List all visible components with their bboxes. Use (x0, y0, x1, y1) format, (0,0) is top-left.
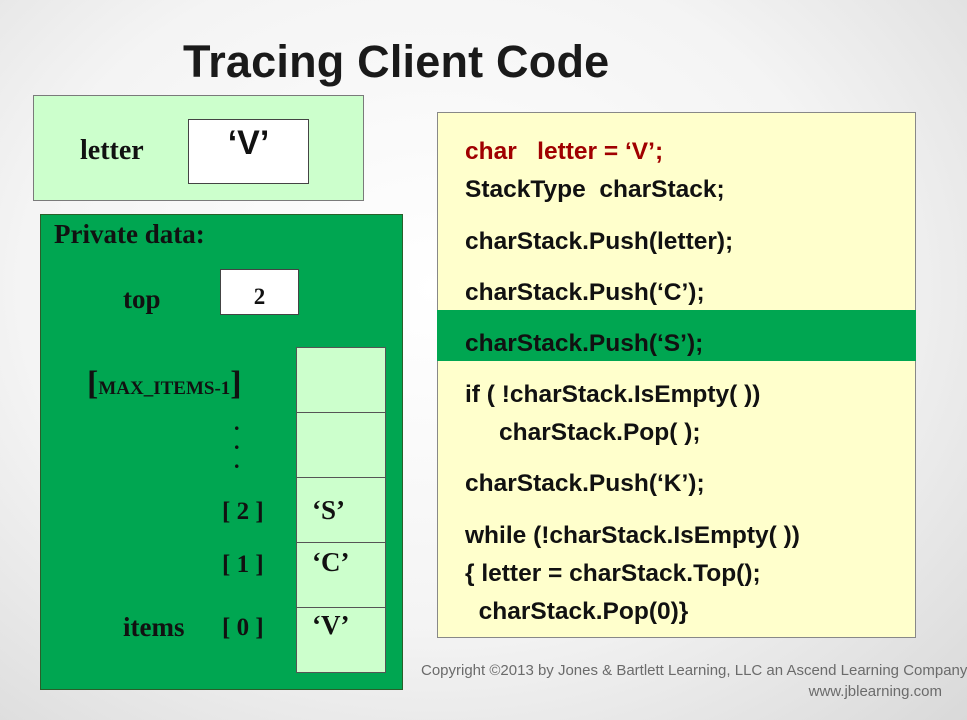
code-line-declaration: char letter = ‘V’; (465, 138, 664, 165)
code-line-push-c: charStack.Push(‘C’); (465, 279, 705, 306)
max-label-close-bracket: ] (230, 365, 242, 402)
code-line-pop-final: charStack.Pop(0)} (465, 598, 689, 625)
code-line-push-k: charStack.Push(‘K’); (465, 470, 705, 497)
max-label-text: MAX_ITEMS-1 (98, 378, 231, 399)
cell-value-1: ‘C’ (312, 547, 350, 577)
copyright-notice: Copyright ©2013 by Jones & Bartlett Lear… (421, 662, 967, 679)
current-line-highlight (437, 310, 916, 361)
copyright-url: www.jblearning.com (808, 683, 942, 700)
cell-value-0: ‘V’ (312, 610, 350, 640)
code-line-if: if ( !charStack.IsEmpty( )) (465, 381, 761, 408)
top-value: 2 (253, 284, 266, 309)
top-value-cell (220, 269, 299, 315)
ellipsis-dot: . (234, 448, 240, 473)
max-items-index-label: [MAX_ITEMS-1] (87, 365, 242, 403)
code-line-push-letter: charStack.Push(letter); (465, 228, 734, 255)
items-label: items (123, 612, 185, 642)
top-label: top (123, 284, 161, 314)
letter-value: ‘V’ (227, 124, 270, 162)
ellipsis: . . . (234, 410, 240, 473)
letter-value-cell (188, 119, 309, 184)
cell-value-2: ‘S’ (312, 495, 345, 525)
code-panel (437, 112, 916, 638)
index-label-0: [ 0 ] (222, 614, 264, 641)
array-cell-middle (296, 412, 386, 478)
ellipsis-dot: . (234, 410, 240, 435)
private-data-heading: Private data: (54, 219, 205, 249)
ellipsis-dot: . (234, 429, 240, 454)
code-line-while: while (!charStack.IsEmpty( )) (465, 522, 800, 549)
index-label-1: [ 1 ] (222, 551, 264, 578)
letter-variable-label: letter (80, 135, 144, 166)
max-label-open-bracket: [ (87, 365, 99, 402)
array-cell-max (296, 347, 386, 413)
array-cell-0 (296, 607, 386, 673)
index-label-2: [ 2 ] (222, 498, 264, 525)
code-line-push-s: charStack.Push(‘S’); (465, 330, 704, 357)
code-line-pop: charStack.Pop( ); (465, 419, 701, 446)
code-line-top: { letter = charStack.Top(); (465, 560, 761, 587)
code-line-stack-declaration: StackType charStack; (465, 176, 725, 203)
slide-title: Tracing Client Code (183, 36, 610, 87)
